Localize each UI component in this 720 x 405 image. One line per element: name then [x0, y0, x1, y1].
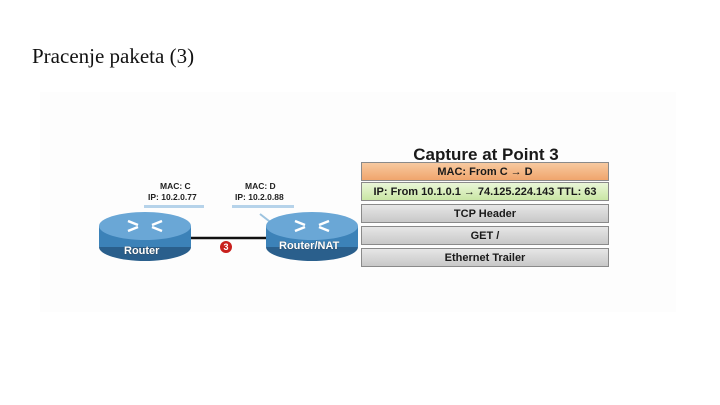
capture-point-marker: 3	[220, 241, 232, 253]
arrow-right-icon: →	[463, 185, 475, 198]
capture-title: Capture at Point 3	[413, 145, 559, 164]
router-left-label: Router	[124, 245, 160, 257]
right-router-mac: MAC: D	[245, 181, 276, 191]
ethernet-trailer-layer: Ethernet Trailer	[361, 248, 609, 267]
right-router-ip: IP: 10.2.0.88	[235, 192, 284, 202]
left-router-mac: MAC: C	[160, 181, 191, 191]
router-right-label: Router/NAT	[279, 240, 340, 252]
router-right-icon	[266, 212, 358, 261]
right-address-bar	[232, 205, 294, 208]
left-address-bar	[144, 205, 204, 208]
left-router-ip: IP: 10.2.0.77	[148, 192, 197, 202]
left-router-address: MAC: C IP: 10.2.0.77	[148, 181, 197, 203]
get-request-layer: GET /	[361, 226, 609, 245]
arrow-right-icon: →	[510, 165, 522, 178]
network-diagram	[99, 205, 358, 261]
tcp-header-layer: TCP Header	[361, 204, 609, 223]
tcp-header-label: TCP Header	[453, 207, 517, 220]
right-router-address: MAC: D IP: 10.2.0.88	[235, 181, 284, 203]
ethernet-trailer-label: Ethernet Trailer	[444, 251, 526, 264]
router-left-icon	[99, 212, 191, 261]
mac-from: MAC: From C	[437, 165, 508, 178]
ip-to: 74.125.224.143 TTL: 63	[477, 185, 597, 198]
ip-header-layer: IP: From 10.1.0.1 → 74.125.224.143 TTL: …	[361, 182, 609, 201]
mac-header-layer: MAC: From C → D	[361, 162, 609, 181]
network-figure	[40, 92, 676, 312]
ip-from: IP: From 10.1.0.1	[373, 185, 461, 198]
mac-to: D	[524, 165, 533, 178]
get-request-label: GET /	[470, 229, 500, 242]
slide-title: Pracenje paketa (3)	[32, 44, 195, 68]
